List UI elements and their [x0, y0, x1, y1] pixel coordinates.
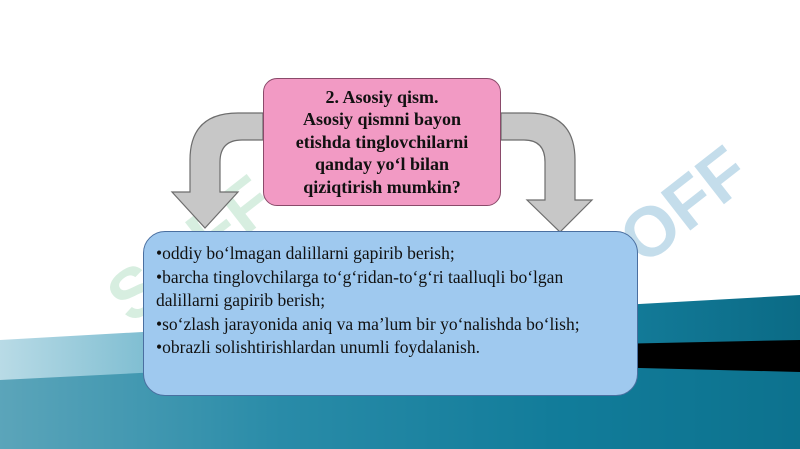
- question-line: qiziqtirish mumkin?: [303, 176, 461, 197]
- answer-item: •oddiy bo‘lmagan dalillarni gapirib beri…: [156, 243, 455, 263]
- answer-item: •so‘zlash jarayonida aniq va ma’lum bir …: [156, 313, 580, 334]
- question-line: qanday yo‘l bilan: [314, 154, 450, 175]
- answer-item: •obrazli solishtirishlardan unumli foyda…: [156, 337, 480, 357]
- answer-box: •oddiy bo‘lmagan dalillarni gapirib beri…: [143, 231, 638, 396]
- question-line: 2. Asosiy qism.: [325, 86, 439, 107]
- right-arrow: [500, 112, 594, 233]
- question-box: 2. Asosiy qism. Asosiy qismni bayon etis…: [263, 78, 501, 206]
- question-line: Asosiy qismni bayon: [302, 109, 462, 130]
- left-arrow: [170, 112, 264, 229]
- question-line: etishda tinglovchilarni: [295, 131, 469, 152]
- answer-item: •barcha tinglovchilarga to‘g‘ridan-to‘g‘…: [156, 266, 564, 311]
